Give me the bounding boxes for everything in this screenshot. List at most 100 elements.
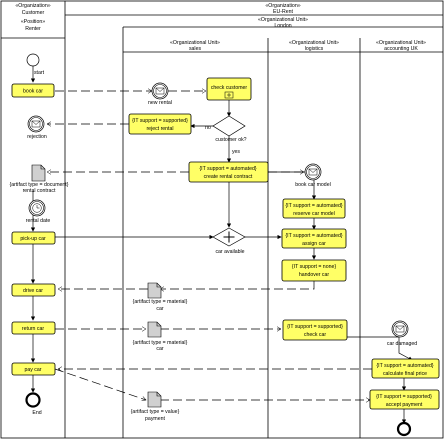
svg-text:logistics: logistics — [305, 46, 324, 52]
svg-text:«Organization»: «Organization» — [15, 3, 50, 9]
book-car-model-event[interactable]: book car model — [295, 163, 331, 188]
accept-payment-label: accept payment — [386, 402, 423, 408]
final-price-tag: {IT support = automated} — [376, 363, 433, 369]
create-rental-contract-activity[interactable]: {IT support = automated} create rental c… — [188, 161, 269, 183]
document-icon — [147, 391, 162, 408]
assign-car-activity[interactable]: {IT support = automated} assign car — [281, 228, 347, 249]
contract-artifact-tag: {artifact type = document} — [10, 182, 69, 188]
envelope-icon — [395, 325, 405, 333]
car-artifact-1[interactable]: {artifact type = material} car — [133, 282, 188, 312]
svg-text:sales: sales — [189, 46, 202, 52]
return-car-activity[interactable]: return car — [11, 321, 56, 335]
car-artifact-2[interactable]: {artifact type = material} car — [133, 321, 188, 352]
svg-text:«Organizational Unit»: «Organizational Unit» — [289, 40, 339, 46]
car-damaged-event[interactable]: car damaged — [387, 320, 417, 347]
car1-artifact-label: car — [156, 306, 163, 312]
envelope-icon — [308, 168, 318, 176]
reserve-model-label: reserve car model — [293, 211, 335, 217]
book-car-model-label: book car model — [295, 182, 330, 188]
svg-text:Customer: Customer — [22, 10, 45, 16]
return-car-label: return car — [22, 326, 44, 332]
new-rental-event[interactable]: new rental — [148, 82, 172, 106]
pick-up-car-label: pick-up car — [20, 236, 46, 242]
car-damaged-label: car damaged — [387, 341, 417, 347]
no-label: no — [205, 125, 211, 131]
payment-artifact[interactable]: {artifact type = value} payment — [131, 391, 180, 422]
check-car-tag: {IT support = supported} — [287, 324, 343, 330]
handover-car-activity[interactable]: {IT support = none} handover car — [281, 259, 347, 282]
reject-rental-tag: {IT support = supported} — [132, 118, 188, 124]
svg-text:«Organizational Unit»: «Organizational Unit» — [170, 40, 220, 46]
yes-label: yes — [232, 149, 240, 155]
check-car-label: check car — [304, 332, 326, 338]
accept-payment-tag: {IT support = supported} — [376, 394, 432, 400]
car2-artifact-label: car — [156, 346, 163, 352]
envelope-icon — [155, 87, 165, 95]
check-customer-label: check customer — [211, 85, 248, 91]
accept-payment-activity[interactable]: {IT support = supported} accept payment — [369, 389, 440, 410]
book-car-label: book car — [23, 89, 43, 95]
book-car-activity[interactable]: book car — [11, 83, 55, 98]
check-customer-activity[interactable]: check customer — [206, 77, 252, 101]
pool-header-eurent: «Organization» EU-Rent — [265, 3, 300, 15]
svg-text:Renter: Renter — [25, 26, 41, 32]
car-available-label: car available — [215, 249, 244, 255]
assign-car-label: assign car — [302, 241, 326, 247]
car-available-gateway[interactable]: car available — [212, 227, 246, 255]
calculate-final-price-activity[interactable]: {IT support = automated} calculate final… — [371, 358, 440, 379]
end-event-icon — [25, 392, 41, 408]
clock-icon — [32, 203, 42, 213]
end-event-icon — [396, 421, 412, 437]
drive-car-label: drive car — [23, 288, 43, 294]
reject-rental-activity[interactable]: {IT support = supported} reject rental — [128, 113, 192, 135]
handover-tag: {IT support = none} — [292, 264, 336, 270]
car2-artifact-tag: {artifact type = material} — [133, 340, 188, 346]
lane-header-sales: «Organizational Unit» sales — [170, 40, 220, 52]
pay-car-label: pay car — [24, 367, 41, 373]
create-contract-tag: {IT support = automated} — [199, 166, 256, 172]
car1-artifact-tag: {artifact type = material} — [133, 299, 188, 305]
final-price-label: calculate final price — [383, 371, 427, 377]
document-icon — [31, 164, 46, 182]
reserve-car-model-activity[interactable]: {IT support = automated} reserve car mod… — [282, 198, 346, 219]
sequence-flows — [30, 66, 413, 424]
document-icon — [147, 321, 162, 338]
rejection-event[interactable]: rejection — [27, 115, 47, 140]
end-event[interactable]: End — [25, 392, 42, 417]
message-flows — [47, 91, 372, 400]
svg-text:«Position»: «Position» — [21, 19, 45, 25]
pay-car-activity[interactable]: pay car — [11, 362, 56, 376]
reserve-model-tag: {IT support = automated} — [285, 203, 342, 209]
reject-rental-label: reject rental — [146, 126, 173, 132]
svg-text:«Organizational Unit»: «Organizational Unit» — [258, 17, 308, 23]
rental-date-event[interactable]: rental date — [26, 199, 51, 224]
check-car-activity[interactable]: {IT support = supported} check car — [282, 319, 348, 341]
svg-text:London: London — [274, 23, 291, 29]
start-event-icon — [26, 53, 40, 67]
new-rental-label: new rental — [148, 100, 172, 106]
envelope-icon — [31, 120, 41, 128]
rental-date-label: rental date — [26, 218, 51, 224]
svg-text:«Organizational Unit»: «Organizational Unit» — [376, 40, 426, 46]
payment-artifact-tag: {artifact type = value} — [131, 409, 180, 415]
start-label: start — [34, 70, 45, 76]
assign-car-tag: {IT support = automated} — [285, 233, 342, 239]
pool-header-customer: «Organization» Customer «Position» Rente… — [15, 3, 50, 32]
svg-text:EU-Rent: EU-Rent — [273, 9, 293, 15]
document-icon — [147, 282, 162, 299]
payment-artifact-label: payment — [145, 416, 165, 422]
drive-car-activity[interactable]: drive car — [11, 283, 56, 297]
handover-label: handover car — [299, 272, 330, 278]
lane-header-accounting: «Organizational Unit» accounting UK — [376, 40, 426, 52]
rental-contract-artifact[interactable]: {artifact type = document} rental contra… — [10, 164, 69, 194]
end-label: End — [32, 410, 41, 416]
pick-up-car-activity[interactable]: pick-up car — [11, 231, 56, 245]
svg-text:accounting UK: accounting UK — [384, 46, 418, 52]
svg-text:«Organization»: «Organization» — [265, 3, 300, 9]
contract-artifact-label: rental contract — [23, 188, 56, 194]
customer-ok-gateway[interactable]: customer ok? no yes — [205, 115, 247, 155]
customer-ok-label: customer ok? — [215, 137, 246, 143]
subprocess-marker-icon — [224, 91, 234, 99]
